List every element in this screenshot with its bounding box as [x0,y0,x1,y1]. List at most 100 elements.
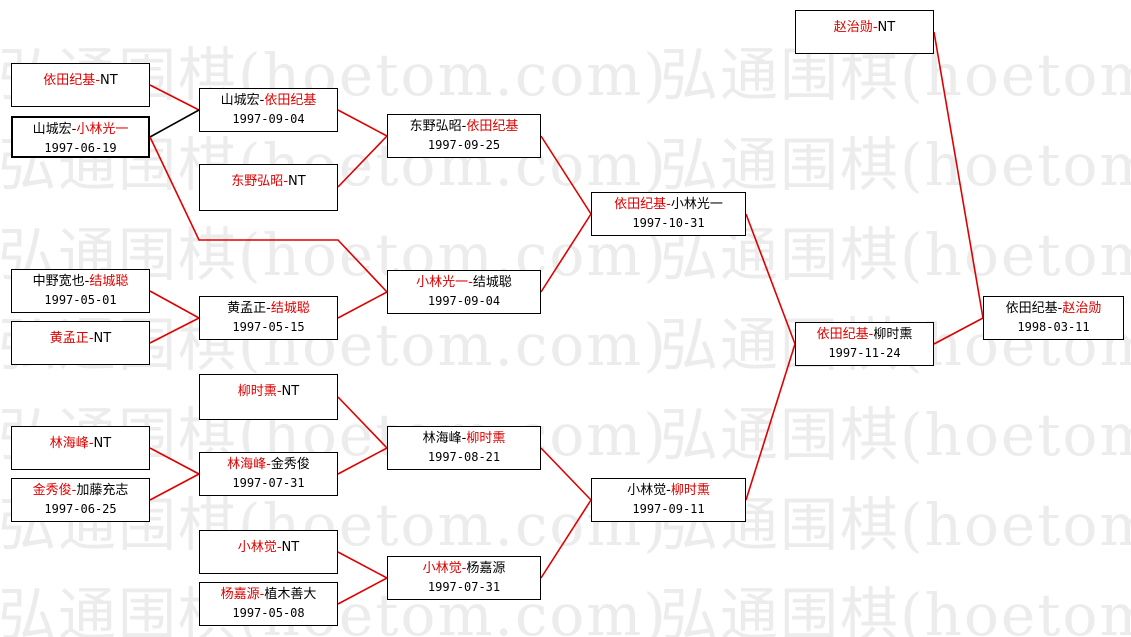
bracket-connector [149,290,200,319]
player-separator: - [666,483,671,498]
match-players: 东野弘昭-依田纪基 [388,118,540,136]
player-separator: - [461,119,467,134]
match-players: 依田纪基-赵治勋 [984,300,1123,318]
match-box: 依田纪基-NT [11,63,150,107]
player-2-name: 杨嘉源 [466,561,506,576]
match-box: 东野弘昭-NT [199,164,338,211]
match-players: 小林光一-结城聪 [388,274,540,292]
player-1-name: 东野弘昭 [409,119,462,134]
player-1-name: 小林觉 [422,561,462,576]
match-date: 1997-07-31 [232,476,305,490]
match-box: 依田纪基-柳时熏 1997-11-24 [795,322,934,366]
match-players: 依田纪基-NT [12,72,149,90]
player-1-name: 黄孟正 [49,331,89,346]
bracket-connector [149,136,388,293]
match-players: 柳时熏-NT [200,383,337,401]
match-players: 东野弘昭-NT [200,173,337,191]
match-box: 中野宽也-结城聪 1997-05-01 [11,269,150,313]
player-2-name: 小林光一 [76,122,129,137]
match-date: 1997-08-21 [427,450,501,464]
bracket-connector [337,396,388,449]
bracket-connector [540,499,592,579]
player-2-name: 结城聪 [270,301,310,316]
match-players: 小林觉-杨嘉源 [388,560,540,578]
match-box: 林海峰-NT [11,426,150,470]
player-2-name: 小林光一 [670,197,723,212]
player-1-name: 东野弘昭 [231,174,284,189]
bracket-connector [540,213,592,293]
match-box: 小林觉-NT [199,530,338,574]
match-players: 林海峰-NT [12,435,149,453]
match-date: 1997-05-01 [44,293,117,307]
match-players: 山城宏-小林光一 [13,121,148,139]
match-players: 山城宏-依田纪基 [200,92,337,110]
match-players: 依田纪基-柳时熏 [796,326,933,344]
bracket-connector [337,291,388,319]
bracket-connector [337,109,388,137]
match-players: 黄孟正-结城聪 [200,300,337,318]
match-date: 1997-07-31 [427,580,501,594]
bracket-connector [745,343,796,501]
match-box: 柳时熏-NT [199,374,338,420]
player-1-name: 赵治勋 [833,20,873,35]
player-1-name: 中野宽也 [32,274,85,289]
bracket-connector [149,84,200,111]
match-box: 山城宏-小林光一 1997-06-19 [11,116,150,158]
match-date: 1997-09-04 [427,294,501,308]
player-1-name: 杨嘉源 [220,587,260,602]
match-players: 金秀俊-加藤充志 [12,482,149,500]
player-2-name: 依田纪基 [466,119,519,134]
match-players: 林海峰-金秀俊 [200,456,337,474]
player-1-name: 小林觉 [237,540,277,555]
player-1-name: 小林光一 [416,275,469,290]
player-2-name: NT [281,540,300,555]
player-separator: - [259,587,265,602]
bracket-connector [337,447,388,475]
player-2-name: 柳时熏 [670,483,710,498]
player-separator: - [461,431,467,446]
match-players: 杨嘉源-植木善大 [200,586,337,604]
match-date: 1998-03-11 [1017,320,1090,334]
match-players: 中野宽也-结城聪 [12,273,149,291]
match-players: 林海峰-柳时熏 [388,430,540,448]
player-separator: - [259,93,265,108]
match-date: 1997-06-19 [44,141,117,155]
player-2-name: 柳时熏 [466,431,506,446]
bracket-connector [540,135,592,215]
player-separator: - [276,384,282,399]
player-1-name: 依田纪基 [816,327,869,342]
match-date: 1997-06-25 [44,502,117,516]
bracket-connector [745,213,796,345]
player-2-name: NT [100,73,118,88]
player-1-name: 林海峰 [422,431,462,446]
player-separator: - [872,20,878,35]
bracket-connector [933,31,984,319]
match-players: 小林觉-柳时熏 [592,482,745,500]
bracket-connector [337,577,388,605]
match-box: 林海峰-柳时熏 1997-08-21 [387,426,541,470]
match-players: 小林觉-NT [200,539,337,557]
player-separator: - [276,540,282,555]
player-2-name: 加藤充志 [76,483,129,498]
player-separator: - [95,73,101,88]
player-1-name: 黄孟正 [227,301,267,316]
player-2-name: 柳时熏 [873,327,913,342]
match-box: 金秀俊-加藤充志 1997-06-25 [11,478,150,522]
player-2-name: NT [93,436,112,451]
match-date: 1997-11-24 [828,346,901,360]
player-separator: - [1057,301,1063,316]
player-2-name: NT [281,384,300,399]
player-separator: - [84,274,90,289]
player-1-name: 小林觉 [627,483,667,498]
player-2-name: 金秀俊 [270,457,310,472]
player-1-name: 依田纪基 [1005,301,1058,316]
player-2-name: 结城聪 [89,274,129,289]
player-2-name: NT [288,174,306,189]
bracket-connector [149,109,200,138]
